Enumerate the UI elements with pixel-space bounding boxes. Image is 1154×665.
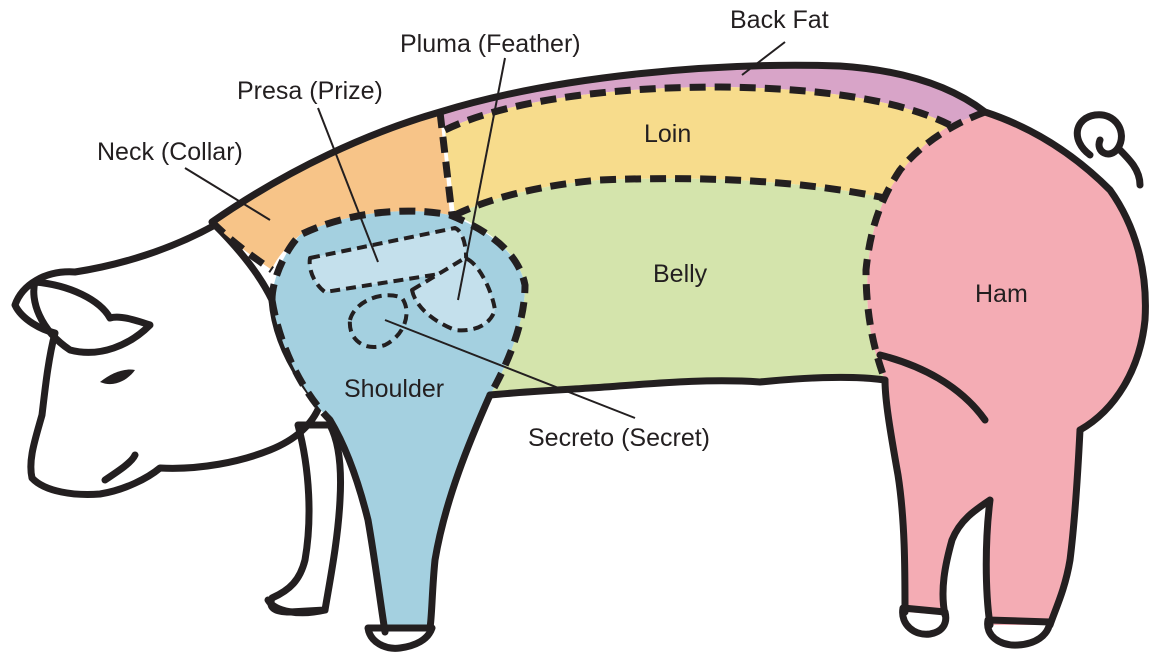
hind-hoof-back <box>988 620 1050 645</box>
label-loin: Loin <box>644 120 691 148</box>
far-front-leg <box>271 425 341 612</box>
label-presa: Presa (Prize) <box>237 77 383 105</box>
label-neck: Neck (Collar) <box>97 138 243 166</box>
pig-mouth <box>105 455 135 480</box>
hind-hoof-front <box>903 608 946 634</box>
far-front-hoof <box>268 600 325 613</box>
pig-eye <box>100 370 135 385</box>
label-back-fat: Back Fat <box>730 6 829 34</box>
label-shoulder: Shoulder <box>344 375 444 403</box>
region-ham <box>867 112 1145 625</box>
label-pluma: Pluma (Feather) <box>400 30 581 58</box>
pig-head <box>15 225 320 494</box>
label-secreto: Secreto (Secret) <box>528 424 710 452</box>
label-ham: Ham <box>975 280 1028 308</box>
front-hoof <box>368 628 432 648</box>
label-belly: Belly <box>653 260 708 288</box>
